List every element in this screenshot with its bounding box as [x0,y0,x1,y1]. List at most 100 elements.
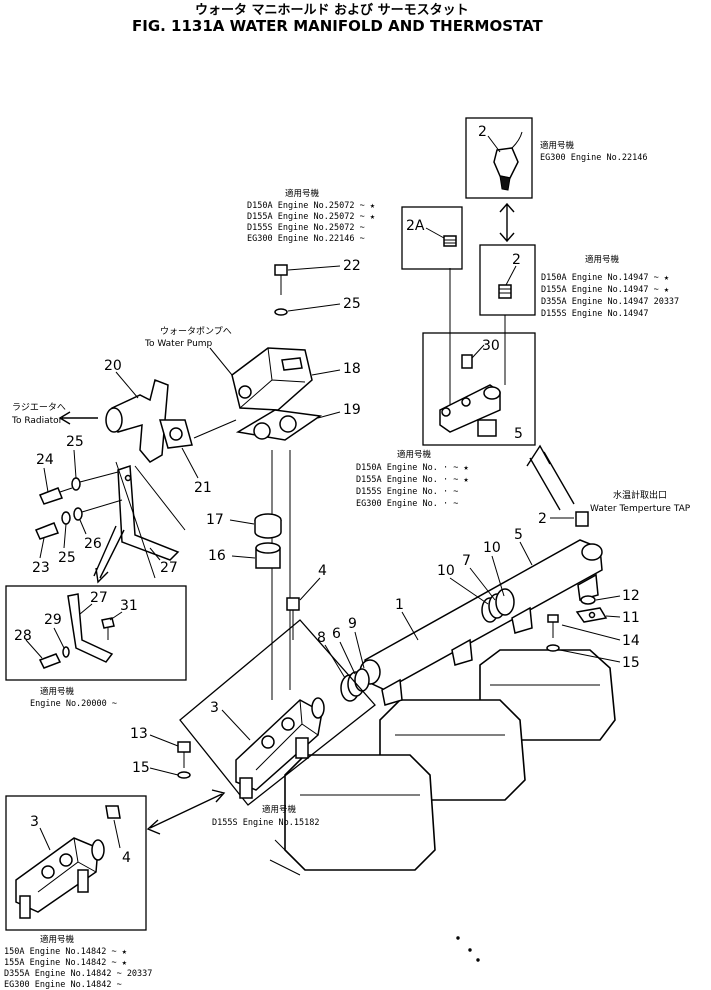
note-14842: 適用号機 150A Engine No.14842 ~ ★ 155A Engin… [4,934,152,990]
note-blank: 適用号機 D150A Engine No. · ~ ★ D155A Engine… [356,449,469,509]
note-14947-line-2: D355A Engine No.14947 20337 [541,297,679,307]
title-japanese: ウォータ マニホールド および サーモスタット [195,3,469,18]
note-blank-line-0: D150A Engine No. · ~ ★ [356,463,469,473]
water-temp-tap-en: Water Temperture TAP [590,504,691,514]
callout-13: 13 [130,726,148,742]
note-22-25-line-0: D150A Engine No.25072 ~ ★ [247,201,375,211]
note-14842-line-2: D355A Engine No.14842 ~ 20337 [4,969,152,979]
callout-23: 23 [32,560,50,576]
callout-28: 28 [14,628,32,644]
callout-25-c: 25 [58,550,76,566]
callout-12: 12 [622,588,640,604]
callout-4: 4 [318,563,327,579]
callout-20: 20 [104,358,122,374]
callout-2a: 2A [406,218,425,234]
note-14947: 適用号機 D150A Engine No.14947 ~ ★ D155A Eng… [541,254,679,319]
callout-15-a: 15 [132,760,150,776]
callout-3-inset: 3 [30,814,39,830]
engine-blocks [269,649,616,962]
callout-5-upper: 5 [514,426,523,442]
to-water-pump-jp: ウォータポンプへ [160,326,232,337]
callout-9: 9 [348,616,357,632]
note-eg300-line-0: EG300 Engine No.22146 [540,153,647,163]
plug-2a-box: 2A [401,206,463,270]
upper-manifold-box: 30 5 [422,268,536,446]
callout-5: 5 [514,527,523,543]
callout-7: 7 [462,553,471,569]
water-temp-tap-jp: 水温計取出口 [613,489,667,501]
callout-26: 26 [84,536,102,552]
to-radiator-jp: ラジエータへ [12,402,66,413]
note-14842-header: 適用号機 [40,934,75,945]
callout-1: 1 [395,597,404,613]
note-22-25-line-3: EG300 Engine No.22146 ~ [247,234,365,244]
bolt-13: 13 15 [130,726,191,779]
hatched-arrow-upper [526,444,575,511]
lower-manifold-box: 3 適用号機 D155S Engine No.15182 [179,619,376,828]
callout-2-mid: 2 [512,252,521,268]
callout-27-b: 27 [90,590,108,606]
outlet-elbow: 20 21 ラジエータへ To Radiator [11,358,237,496]
callout-15-b: 15 [622,655,640,671]
thermostat-parts: 17 16 [206,512,282,569]
note-20000-line-0: Engine No.20000 ~ [30,699,117,709]
note-20000-header: 適用号機 [40,686,75,697]
callout-6: 6 [332,626,341,642]
note-15182-line-0: D155S Engine No.15182 [212,818,319,828]
main-manifold: 1 5 8 6 9 10 7 10 [317,527,603,706]
callout-10-b: 10 [483,540,501,556]
note-blank-line-3: EG300 Engine No. · ~ [356,499,458,509]
plug-4: 4 [286,563,327,640]
water-temp-tap: 水温計取出口 Water Temperture TAP 2 [538,489,691,527]
callout-30: 30 [482,338,500,354]
note-22-25-line-2: D155S Engine No.25072 ~ [247,223,365,233]
callout-22: 22 [343,258,361,274]
note-14947-line-0: D150A Engine No.14947 ~ ★ [541,273,669,283]
callout-8: 8 [317,630,326,646]
bracket-inset-box: 28 29 27 31 適用号機 Engine No.20000 ~ [5,585,187,709]
note-15182-header: 適用号機 [262,804,297,815]
lower-inset-box: 3 4 [5,795,147,931]
note-14842-line-0: 150A Engine No.14842 ~ ★ [4,947,127,957]
water-pump-leader [209,347,233,376]
note-blank-header: 適用号機 [397,449,432,460]
note-22-25: 適用号機 D150A Engine No.25072 ~ ★ D155A Eng… [247,188,375,244]
note-14842-line-1: 155A Engine No.14842 ~ ★ [4,958,127,968]
note-22-25-line-1: D155A Engine No.25072 ~ ★ [247,212,375,222]
callout-19: 19 [343,402,361,418]
callout-25-b: 25 [66,434,84,450]
sensor-2-box: 2 適用号機 EG300 Engine No.22146 [465,117,647,199]
note-14842-line-3: EG300 Engine No.14842 ~ [4,980,122,990]
note-14947-line-1: D155A Engine No.14947 ~ ★ [541,285,669,295]
note-14947-line-3: D155S Engine No.14947 [541,309,648,319]
callout-25-a: 25 [343,296,361,312]
callout-2-top: 2 [478,124,487,140]
callout-2-tap: 2 [538,511,547,527]
right-fasteners: 12 11 14 15 [546,588,640,671]
title-english: FIG. 1131A WATER MANIFOLD AND THERMOSTAT [132,17,544,35]
note-eg300-header: 適用号機 [540,140,575,151]
to-water-pump-en: To Water Pump [144,339,213,349]
callout-10-a: 10 [437,563,455,579]
callout-14: 14 [622,633,640,649]
to-radiator-en: To Radiator [11,416,63,426]
note-blank-line-1: D155A Engine No. · ~ ★ [356,475,469,485]
hatched-arrow-bracket [93,525,125,584]
callout-31: 31 [120,598,138,614]
callout-16: 16 [208,548,226,564]
callout-17: 17 [206,512,224,528]
note-22-25-header: 適用号機 [285,188,320,199]
note-14947-header: 適用号機 [585,254,620,265]
bracket-27: 24 25 23 25 26 27 [32,434,186,579]
thermostat-housing: 22 25 18 19 [231,258,361,700]
callout-29: 29 [44,612,62,628]
callout-21: 21 [194,480,212,496]
callout-11: 11 [622,610,640,626]
double-arrow-diagonal [146,789,226,835]
plug-2-box: 2 [479,244,536,316]
callout-18: 18 [343,361,361,377]
callout-24: 24 [36,452,54,468]
callout-4-inset: 4 [122,850,131,866]
